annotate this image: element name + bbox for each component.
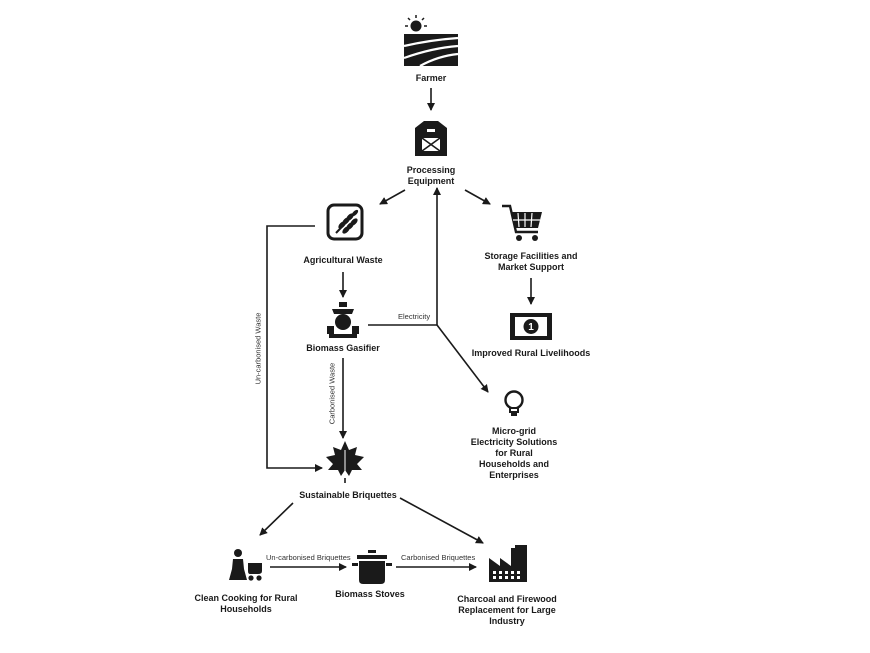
wheat-icon	[326, 203, 364, 241]
arrow-processing-agri	[379, 189, 406, 205]
gasifier-icon	[327, 302, 359, 338]
edge-label-electricity: Electricity	[398, 312, 431, 321]
edge-label-carbonised-briquettes: Carbonised Briquettes	[401, 553, 476, 562]
node-label-microgrid: Micro-grid Electricity Solutions for Rur…	[470, 426, 558, 480]
factory-icon	[489, 545, 527, 582]
edge-label-uncarbonised-waste: Un-carbonised Waste	[253, 312, 263, 385]
node-label-processing-equipment: Processing Equipment	[406, 165, 456, 186]
arrow-electricity-microgrid	[436, 324, 489, 393]
node-label-agricultural-waste: Agricultural Waste	[303, 255, 383, 265]
node-label-improved-livelihoods: Improved Rural Livelihoods	[471, 348, 591, 358]
arrow-uncarb-loop	[266, 225, 323, 472]
node-label-clean-cooking: Clean Cooking for Rural Households	[194, 593, 298, 614]
node-label-farmer: Farmer	[415, 73, 447, 83]
edge-label-carbonised-waste: Carbonised Waste	[327, 362, 337, 425]
lightbulb-icon	[504, 390, 524, 416]
mother-stroller-icon	[229, 549, 262, 581]
shopping-cart-icon	[502, 204, 542, 241]
svg-text:1: 1	[528, 322, 534, 333]
arrow-briquettes-cooking	[259, 502, 294, 536]
node-label-biomass-stoves: Biomass Stoves	[335, 589, 405, 599]
leaf-icon	[326, 441, 364, 483]
cooking-pot-icon	[352, 550, 392, 584]
arrow-briquettes-industry	[399, 497, 484, 544]
node-label-industry: Charcoal and Firewood Replacement for La…	[457, 594, 557, 626]
node-label-biomass-gasifier: Biomass Gasifier	[306, 343, 380, 353]
node-label-sustainable-briquettes: Sustainable Briquettes	[299, 490, 397, 500]
farm-field-sun-icon	[403, 15, 459, 67]
edge-label-uncarbonised-briquettes: Un-carbonised Briquettes	[266, 553, 351, 562]
banknote-icon: 1	[510, 313, 552, 340]
node-label-storage-facilities: Storage Facilities and Market Support	[484, 251, 578, 272]
barn-icon	[415, 121, 447, 156]
arrow-processing-storage	[464, 189, 491, 205]
